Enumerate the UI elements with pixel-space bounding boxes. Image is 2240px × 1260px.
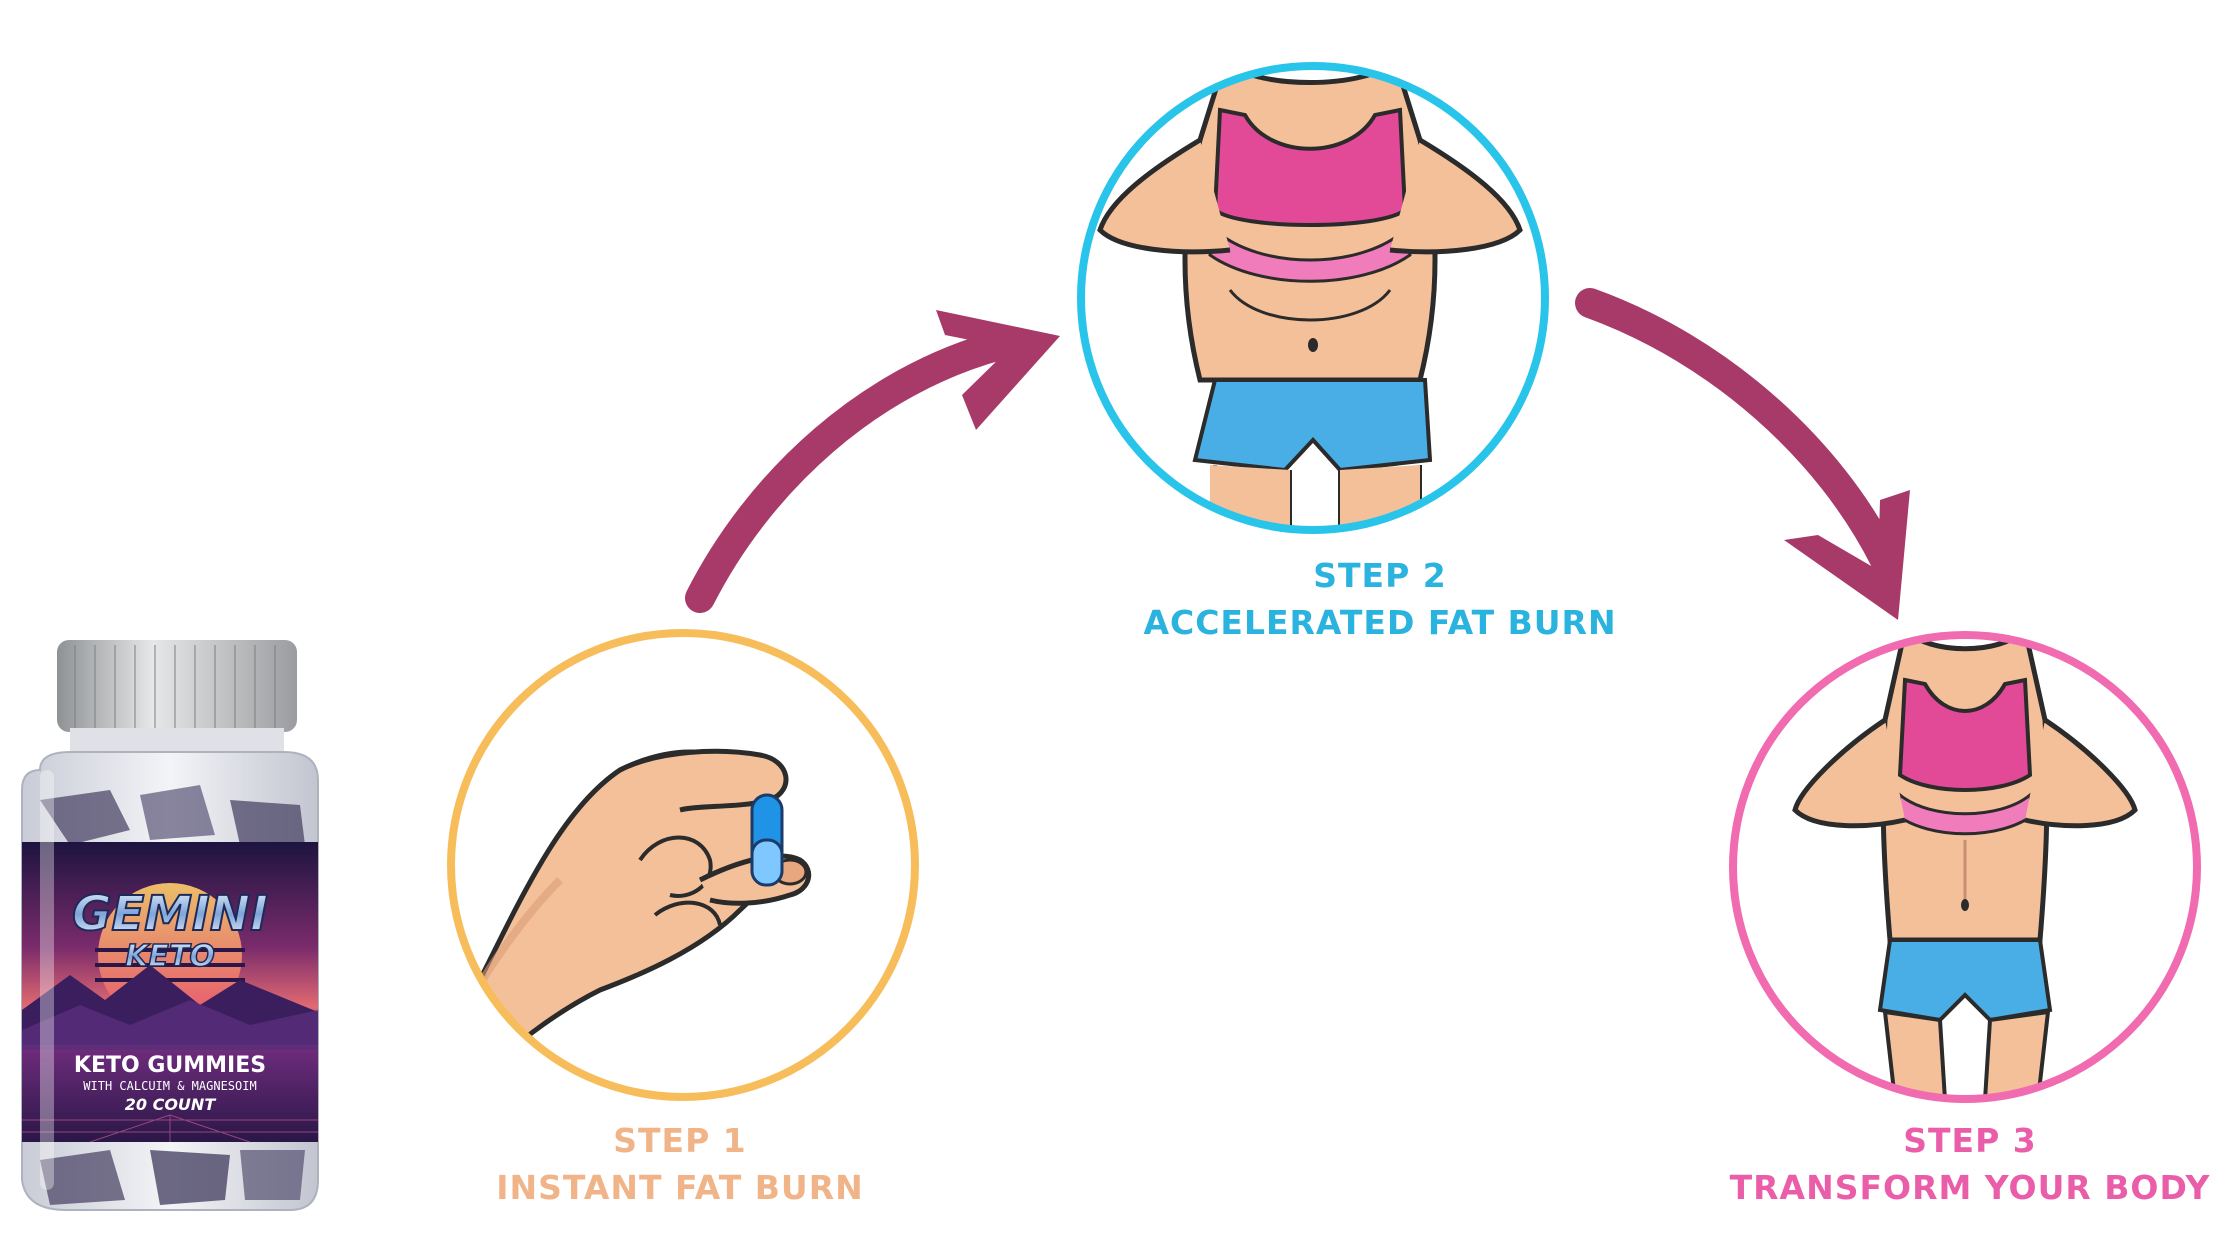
arrow-step2-to-step3 bbox=[1575, 288, 1910, 620]
step1-circle bbox=[447, 629, 919, 1101]
hand-holding-capsule-illustration bbox=[466, 748, 812, 1065]
step3-caption: STEP 3 TRANSFORM YOUR BODY bbox=[1690, 1120, 2240, 1210]
step3-description: TRANSFORM YOUR BODY bbox=[1729, 1167, 2211, 1207]
jar-cap bbox=[57, 640, 297, 732]
body-after-illustration bbox=[1792, 635, 2138, 1099]
body-before-illustration bbox=[1097, 66, 1523, 530]
jar-product-subtitle: WITH CALCUIM & MAGNESOIM bbox=[83, 1079, 256, 1093]
step1-ring bbox=[447, 629, 919, 1101]
step1-label: STEP 1 bbox=[613, 1121, 747, 1160]
step3-label: STEP 3 bbox=[1903, 1121, 2037, 1160]
keto-gummies-jar-image: GEMINI KETO KETO GUMMIES WITH CALCUIM & … bbox=[21, 640, 319, 1211]
arrow-step1-to-step2 bbox=[685, 310, 1060, 613]
step1-description: INSTANT FAT BURN bbox=[496, 1167, 864, 1207]
jar-product-name: KETO GUMMIES bbox=[74, 1053, 266, 1078]
step3-ring bbox=[1729, 631, 2201, 1103]
step3-circle bbox=[1729, 631, 2201, 1103]
step2-ring bbox=[1077, 62, 1549, 534]
jar-product-count: 20 COUNT bbox=[125, 1095, 217, 1114]
step2-label: STEP 2 bbox=[1313, 556, 1447, 595]
step2-description: ACCELERATED FAT BURN bbox=[1143, 602, 1617, 642]
step2-caption: STEP 2 ACCELERATED FAT BURN bbox=[1080, 555, 1680, 645]
jar-brand-line1: GEMINI bbox=[72, 886, 268, 942]
jar-brand-line2: KETO bbox=[125, 939, 215, 974]
step1-caption: STEP 1 INSTANT FAT BURN bbox=[430, 1120, 930, 1210]
step2-circle bbox=[1077, 62, 1549, 534]
